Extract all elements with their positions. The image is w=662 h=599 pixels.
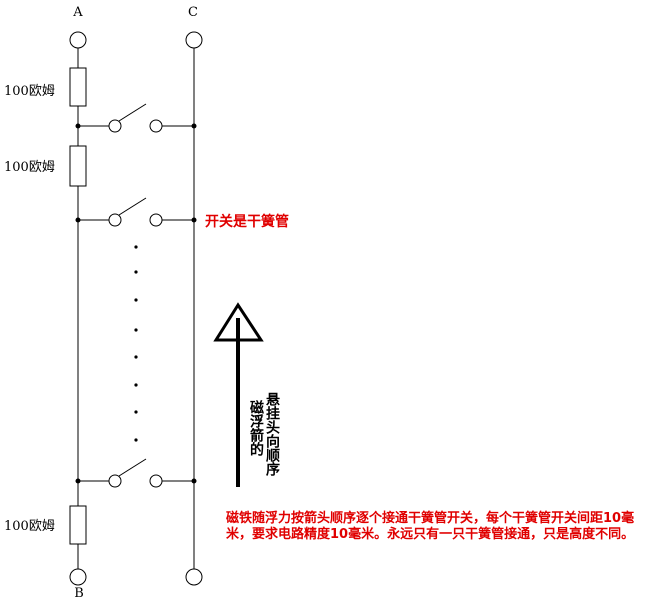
junction-dot <box>191 478 197 484</box>
resistor-1 <box>69 67 87 107</box>
switch-type-note: 开关是干簧管 <box>205 213 289 230</box>
junction-dot <box>75 478 81 484</box>
bottom-description-note: 磁铁随浮力按箭头顺序逐个接通干簧管开关，每个干簧管开关间距10毫米，要求电路精度… <box>226 511 635 542</box>
terminal-a-label: A <box>72 5 83 20</box>
junction-dot <box>75 123 81 129</box>
resistor-1-label: 100欧姆 <box>4 84 55 99</box>
reed-switch-2 <box>78 197 194 227</box>
reed-switch-1 <box>78 103 194 133</box>
upward-arrow <box>213 302 264 487</box>
terminal-a <box>69 31 87 49</box>
terminal-c-label: C <box>188 5 198 20</box>
junction-dot <box>191 123 197 129</box>
continuation-dots <box>134 245 138 442</box>
terminal-b <box>69 568 87 586</box>
reed-switch-n <box>78 458 194 488</box>
arrow-note-column-1: 磁浮箭的 <box>248 399 264 457</box>
arrow-note-column-2: 悬挂头向顺序 <box>264 392 281 477</box>
resistor-2 <box>69 145 87 187</box>
resistor-3 <box>69 505 87 545</box>
resistor-3-label: 100欧姆 <box>4 519 55 534</box>
resistor-2-label: 100欧姆 <box>4 160 55 175</box>
terminal-c <box>185 31 203 49</box>
junction-dot <box>191 217 197 223</box>
terminal-b-label: B <box>74 586 84 599</box>
terminal-c-bottom <box>185 568 203 586</box>
junction-dot <box>75 217 81 223</box>
